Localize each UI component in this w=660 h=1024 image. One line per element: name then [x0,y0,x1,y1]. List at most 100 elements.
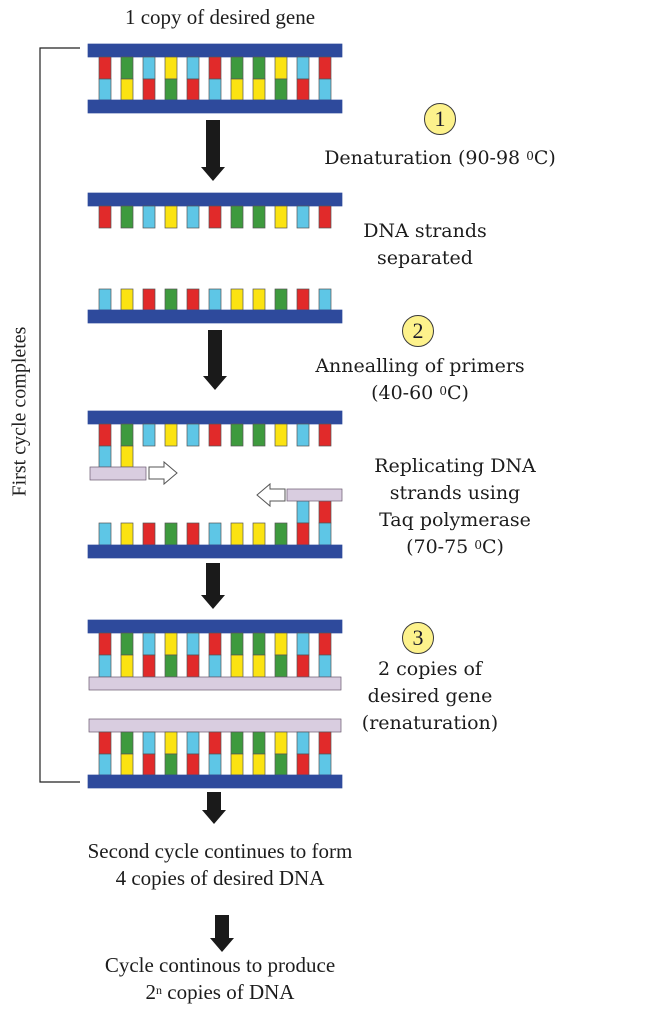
base-bottom [274,288,288,311]
base-top [120,205,134,229]
base-top [142,423,156,447]
base-bottom [296,522,310,546]
base-top [252,632,266,656]
replicating-line-4: (70-75 0C) [340,534,570,561]
separated-strand-top [87,192,343,207]
base-bottom [164,753,178,776]
base-top [274,632,288,656]
separated-line-2: separated [377,247,473,269]
base-bottom [318,288,332,311]
base-top [120,56,134,80]
base-bottom [142,753,156,776]
copies-of-dna: copies of DNA [162,980,295,1004]
base-bottom [208,78,222,101]
base-top [186,205,200,229]
base-bottom [296,753,310,776]
base-bottom [98,522,112,546]
base-bottom [296,78,310,101]
down-arrow-denaturation [201,120,225,181]
copies-line-2: desired gene [367,685,493,707]
base-bottom [230,522,244,546]
base-top [120,423,134,447]
base-bottom [208,288,222,311]
base-top [208,205,222,229]
base-bottom [98,753,112,776]
unit-text: C) [533,147,556,169]
continuous-label: Cycle continous to produce 2n copies of … [20,952,420,1006]
base-top [120,731,134,755]
base-bottom [120,654,134,678]
base-bottom [230,654,244,678]
unit-text: C) [446,382,469,404]
extension-arrow-right [148,460,178,486]
base-top [252,56,266,80]
continuous-line-1: Cycle continous to produce [104,953,336,977]
base-bottom [98,654,112,678]
step-badge-3: 3 [402,622,434,654]
base-top [252,205,266,229]
down-arrow-second-cycle [202,792,226,824]
degree-sup: 0 [474,538,482,552]
extension-arrow-left [256,482,286,508]
base-top [296,632,310,656]
base-primer-paired [318,500,332,524]
base-bottom [230,78,244,101]
base-bottom [186,288,200,311]
base-top [120,632,134,656]
primer-reverse [286,488,343,502]
base-bottom [142,654,156,678]
annealing-strand-top [87,410,343,425]
base-bottom [98,78,112,101]
base-top [296,56,310,80]
base-top [252,731,266,755]
copies-line-3: (renaturation) [361,712,499,734]
base-primer-paired [296,500,310,524]
base-bottom [142,288,156,311]
title-one-copy: 1 copy of desired gene [124,5,316,29]
base-top [230,632,244,656]
first-cycle-label: First cycle completes [8,326,31,497]
base-top [208,56,222,80]
replicating-line-2: strands using [389,482,521,504]
copy2-new-strand [88,718,342,733]
down-arrow-continuous [210,915,234,952]
step-badge-2: 2 [402,315,434,347]
annealing-line-2: (40-60 0C) [290,380,550,407]
step-1-label: Denaturation (90-98 0C) [290,145,590,172]
base-top [208,731,222,755]
base-top [274,423,288,447]
base-bottom [142,78,156,101]
copy1-parent-strand [87,619,343,634]
base-bottom [274,753,288,776]
base-bottom [296,288,310,311]
base-bottom [318,654,332,678]
replicating-temp: (70-75 [406,536,475,558]
second-cycle-line-1: Second cycle continues to form [87,839,353,863]
base-bottom [296,654,310,678]
base-primer-paired [120,445,134,468]
base-top [230,423,244,447]
base-top [318,205,332,229]
base-primer-paired [98,445,112,468]
base-bottom [208,522,222,546]
base-bottom [252,654,266,678]
base-top [296,423,310,447]
base-bottom [208,753,222,776]
copy1-new-strand [88,676,342,691]
base-top [164,731,178,755]
base-top [296,205,310,229]
base-top [98,56,112,80]
base-two: 2 [145,980,157,1004]
base-top [98,632,112,656]
base-bottom [274,78,288,101]
base-top [186,56,200,80]
base-top [164,423,178,447]
base-top [164,56,178,80]
continuous-line-2: 2n copies of DNA [20,979,420,1006]
base-bottom [318,753,332,776]
step-3-label: 2 copies of desired gene (renaturation) [345,656,515,737]
template-strand-bottom [87,99,343,114]
base-bottom [252,522,266,546]
separated-line-1: DNA strands [363,220,487,242]
